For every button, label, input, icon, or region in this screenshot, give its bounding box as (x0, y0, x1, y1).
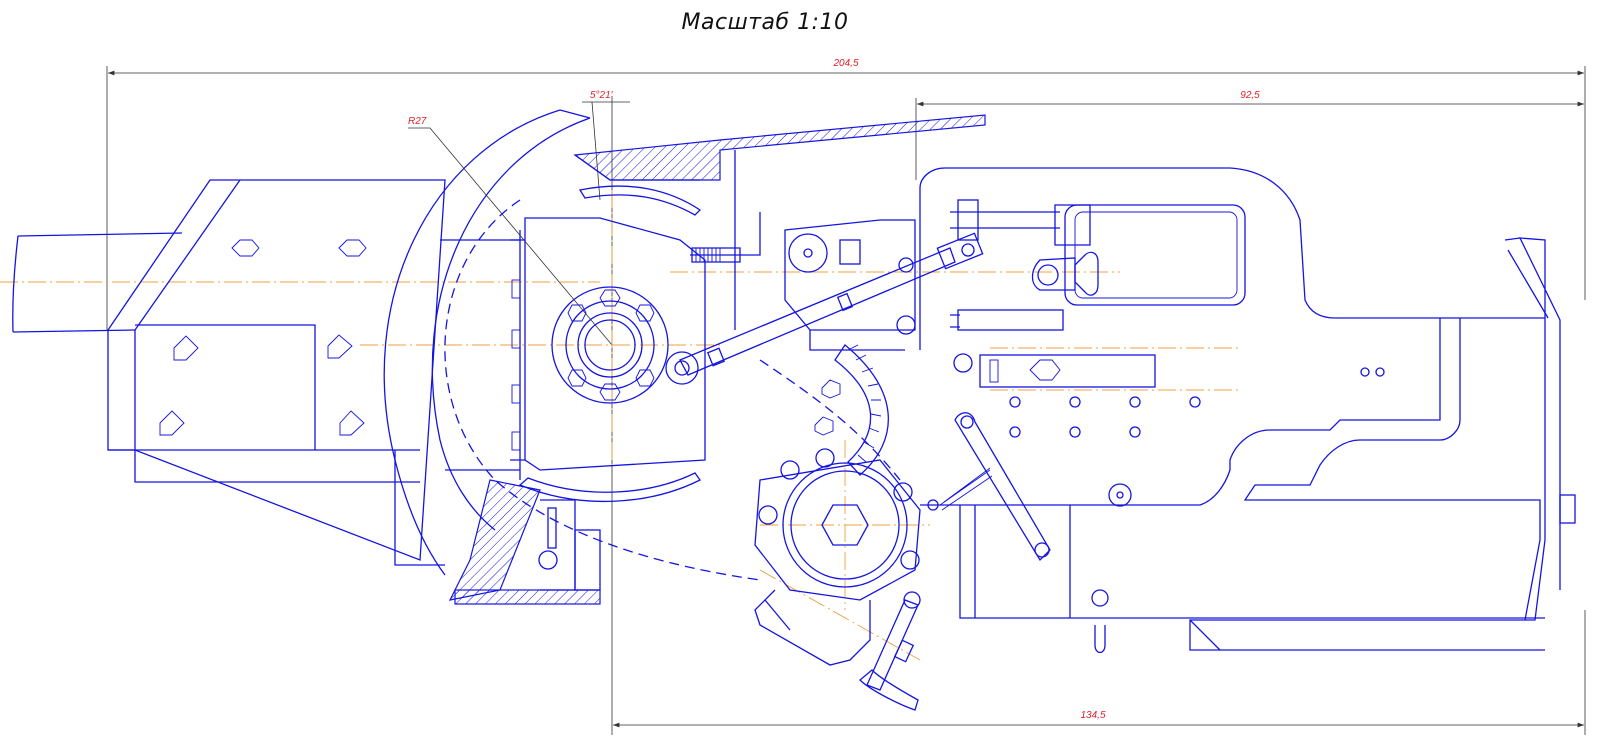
sight-housing (784, 219, 916, 351)
dim-radius: R27 (408, 116, 427, 127)
arc-shield (383, 109, 761, 581)
dimension-lower: 134,5 (611, 96, 1586, 735)
handwheel-bracket (754, 589, 871, 666)
drawing-title: Масштаб 1:10 (681, 10, 849, 35)
dim-lower-length: 134,5 (1080, 710, 1105, 721)
handwheel-gear (754, 448, 921, 601)
gearbox (510, 185, 706, 503)
dimension-rear: 92,5 (915, 90, 1584, 180)
top-shield (573, 114, 986, 330)
lower-support (448, 479, 601, 605)
dim-angle: 5°21' (590, 90, 614, 101)
dim-rear-length: 92,5 (1240, 90, 1260, 101)
trigger-lever (927, 412, 1051, 562)
dimension-radius: R27 (408, 116, 613, 346)
receiver-cover (1054, 204, 1246, 306)
slide-bar (953, 353, 1156, 388)
dimension-overall: 204,5 (106, 58, 1586, 330)
barrel (12, 232, 183, 333)
dimension-angle: 5°21' (582, 90, 630, 201)
crank-handle (859, 591, 921, 711)
firing-mechanism (950, 199, 1099, 331)
elevating-link (665, 212, 984, 385)
dim-overall-length: 204,5 (832, 58, 858, 69)
cradle-front (107, 179, 446, 566)
centerlines (0, 190, 1240, 661)
trunnion-hub (551, 286, 669, 404)
receiver-holes (1009, 367, 1385, 654)
toothed-sector (759, 344, 901, 481)
receiver-body (919, 167, 1576, 651)
